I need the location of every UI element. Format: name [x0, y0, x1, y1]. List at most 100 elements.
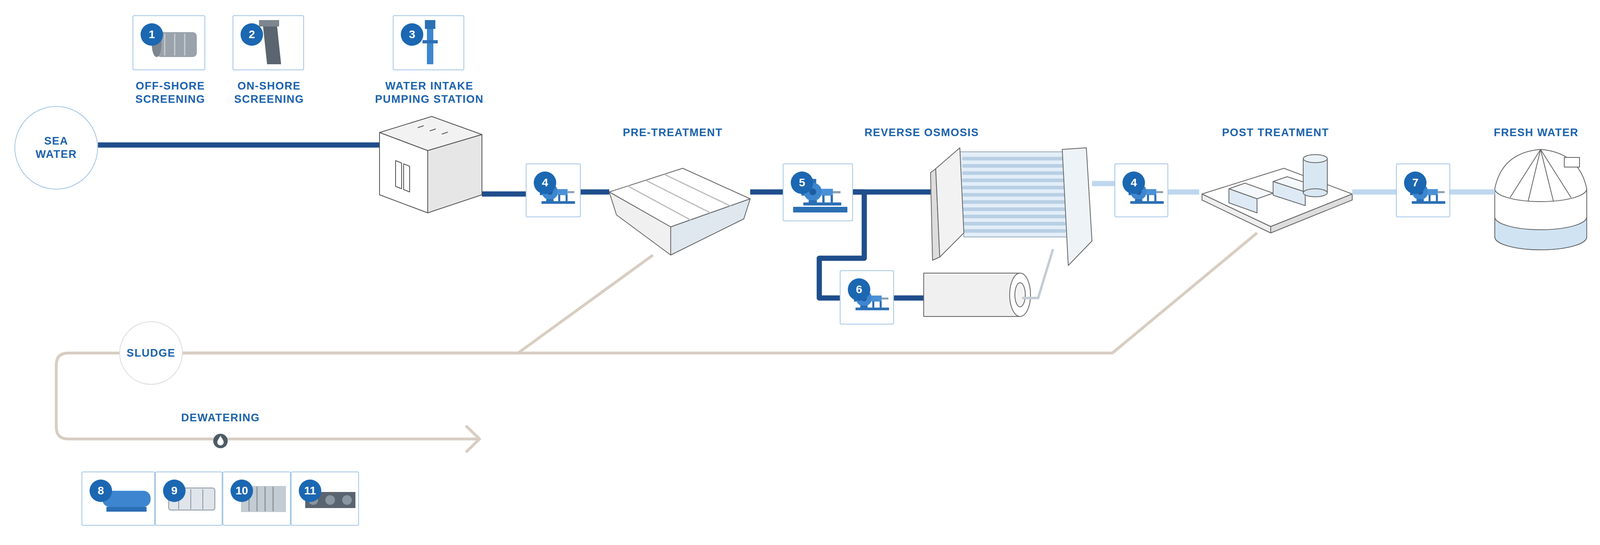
- dewatering-box: 9: [155, 471, 223, 526]
- pump-box: 4: [525, 163, 581, 218]
- energy-recovery-vessel: [1014, 282, 1026, 307]
- dewatering-drop-icon: [217, 435, 224, 446]
- equipment-icons: [259, 20, 280, 27]
- reverse-osmosis-rack: [963, 229, 1065, 233]
- node-label: SLUDGE: [120, 346, 182, 360]
- reverse-osmosis-rack: [963, 178, 1065, 183]
- intake-building: [441, 132, 448, 135]
- post-treatment-plant: [1202, 168, 1353, 227]
- sea-water-pipe: [481, 191, 526, 197]
- intake-building: [379, 116, 482, 213]
- intake-building: [417, 125, 424, 128]
- equipment-box: 2ON-SHORE SCREENING: [232, 15, 305, 71]
- equipment-icons: [342, 495, 352, 505]
- pretreatment-basin: [645, 180, 711, 213]
- callout-number: 10: [230, 479, 254, 503]
- equipment-label: ON-SHORE SCREENING: [222, 79, 316, 107]
- callout-number: 7: [1404, 171, 1427, 194]
- equipment-icons: [264, 486, 266, 512]
- sea-water-pipe: [97, 144, 924, 298]
- equipment-icons: [424, 20, 436, 29]
- fresh-water-tank: [1494, 149, 1587, 250]
- reverse-osmosis-rack: [930, 147, 1092, 266]
- callout-number: 2: [240, 23, 264, 46]
- reverse-osmosis-rack: [963, 171, 1065, 176]
- pretreatment-basin: [609, 191, 671, 256]
- equipment-label: OFF-SHORE SCREENING: [124, 79, 217, 107]
- callout-number: 4: [533, 171, 557, 194]
- equipment-icons: [164, 33, 166, 56]
- callout-number: 5: [790, 171, 814, 194]
- pipe-connector: [580, 189, 610, 195]
- callout-number: 8: [89, 479, 113, 503]
- pipe-connector: [182, 255, 654, 354]
- pipe-connector: [1091, 181, 1115, 187]
- pretreatment-basin: [627, 185, 691, 221]
- pump-box: 4: [1114, 163, 1169, 218]
- reverse-osmosis-rack: [963, 158, 1065, 231]
- reverse-osmosis-rack: [963, 164, 1065, 168]
- reverse-osmosis-rack: [963, 185, 1065, 190]
- callout-number: 9: [163, 479, 186, 503]
- equipment-icons: [174, 33, 176, 56]
- equipment-icons: [263, 26, 282, 65]
- reverse-osmosis-rack: [963, 193, 1065, 197]
- pretreatment-basin: [670, 198, 751, 256]
- post-treatment-plant: [1303, 158, 1328, 193]
- energy-recovery-vessel: [923, 248, 1054, 317]
- process-stage: REVERSE OSMOSIS: [930, 147, 1092, 266]
- energy-recovery-vessel: [1022, 248, 1054, 298]
- stage-heading: REVERSE OSMOSIS: [864, 126, 979, 140]
- pump-box: 7: [1395, 163, 1451, 218]
- reverse-osmosis-rack: [963, 200, 1065, 205]
- energy-recovery-vessel: [1009, 273, 1031, 317]
- equipment-icons: [106, 506, 147, 512]
- post-treatment-plant: [1228, 188, 1258, 213]
- sludge-line: [465, 425, 480, 453]
- node-label: SEA WATER: [26, 134, 87, 162]
- equipment-box: 3WATER INTAKE PUMPING STATION: [392, 15, 465, 71]
- energy-recovery-vessel: [923, 273, 1021, 317]
- stage-heading: POST TREATMENT: [1222, 126, 1330, 140]
- callout-number: 6: [847, 278, 871, 301]
- intake-building: [379, 132, 428, 213]
- fresh-water-tank: [1494, 149, 1587, 202]
- dewatering-drop-icon: [213, 433, 228, 449]
- reverse-osmosis-rack: [1062, 147, 1092, 266]
- fresh-water-tank: [1540, 149, 1554, 202]
- pipe-connector: [1352, 189, 1396, 195]
- reverse-osmosis-rack: [963, 157, 1065, 161]
- pump-box: 6: [839, 270, 894, 325]
- stage-heading: FRESH WATER: [1493, 126, 1579, 140]
- dewatering-drop-icon: [213, 433, 228, 449]
- intake-building: [395, 160, 402, 189]
- sea-water-circle: SEA WATER: [14, 106, 98, 190]
- equipment-icons: [325, 495, 335, 505]
- sea-water-pipe: [893, 295, 924, 301]
- equipment-icons: [272, 486, 274, 512]
- callout-number: 4: [1122, 171, 1145, 194]
- equipment-icons: [422, 40, 438, 44]
- sea-water-pipe: [97, 142, 381, 148]
- section-label: DEWATERING: [181, 411, 260, 425]
- post-treatment-plant: [1273, 181, 1306, 206]
- equipment-icons: [202, 489, 204, 510]
- callout-number: 3: [400, 23, 424, 46]
- reverse-osmosis-rack: [963, 222, 1065, 226]
- pipe-connector: [182, 232, 1258, 354]
- fresh-water-tank: [1564, 157, 1580, 168]
- equipment-box: 1OFF-SHORE SCREENING: [132, 15, 206, 71]
- intake-building: [403, 163, 410, 192]
- equipment-icons: [426, 28, 434, 65]
- fresh-water-tank: [1540, 149, 1572, 198]
- stage-heading: PRE-TREATMENT: [622, 126, 723, 140]
- post-treatment-plant: [1303, 188, 1328, 197]
- pretreatment-basin: [664, 174, 731, 207]
- post-treatment-plant: [1303, 154, 1328, 163]
- process-stage: FRESH WATER: [1494, 147, 1587, 250]
- intake-building: [429, 128, 436, 131]
- intake-building: [427, 134, 482, 213]
- pretreatment-basin: [609, 168, 751, 256]
- pipe-connector: [1450, 189, 1495, 195]
- pipe-connector: [750, 189, 783, 195]
